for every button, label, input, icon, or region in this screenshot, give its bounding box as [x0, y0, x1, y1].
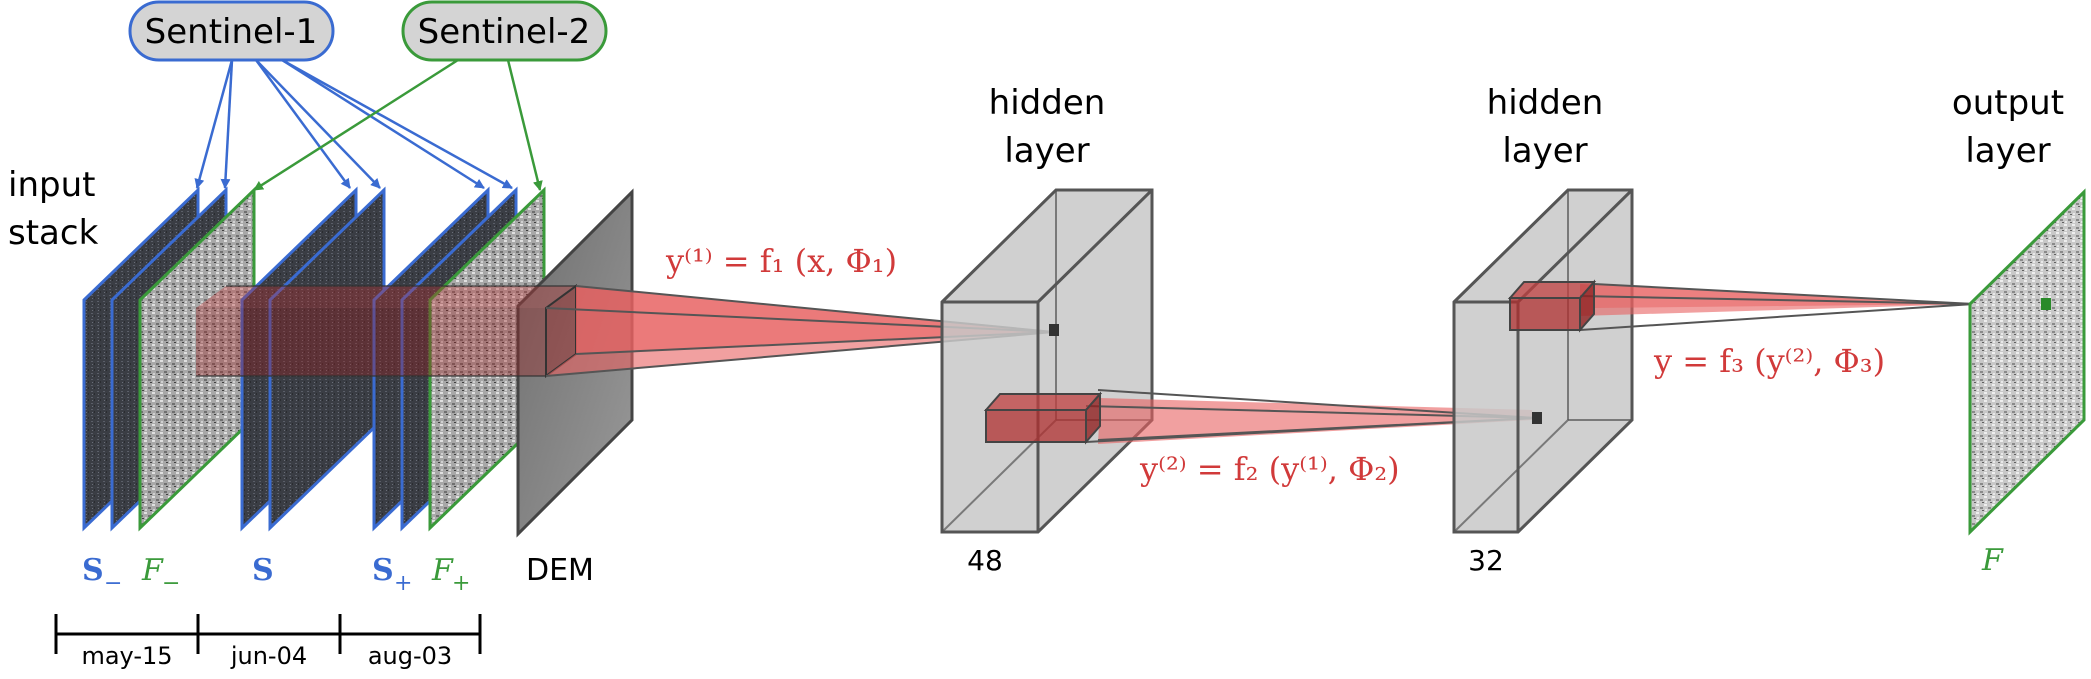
timeline-label-1: jun-04 [230, 642, 307, 670]
hidden1-target-pixel [1049, 324, 1059, 336]
stack-label-s-plus: S + [372, 553, 412, 596]
equation-3: y = f₃ (y⁽²⁾, Φ₃) [1653, 342, 1885, 380]
hidden-layer-1-title-line2: layer [1004, 131, 1089, 171]
hidden-layer-1-box [940, 188, 1154, 534]
sentinel-1-arrows [194, 58, 513, 190]
hidden-layer-1-title-line1: hidden [989, 83, 1106, 123]
timeline-label-0: may-15 [81, 642, 172, 670]
svg-text:S: S [252, 553, 274, 588]
input-stack-label-line1: input [8, 165, 95, 205]
output-layer-slice [1968, 188, 2086, 536]
stack-label-f-minus: F − [141, 553, 180, 596]
svg-text:+: + [394, 571, 412, 596]
hidden-layer-2-title-line1: hidden [1487, 83, 1604, 123]
input-stack-label-line2: stack [8, 213, 99, 253]
stack-label-s: S [252, 553, 274, 588]
hidden2-kernel [1507, 279, 1975, 333]
sentinel-2-label: Sentinel-2 [418, 12, 591, 52]
stack-label-s-minus: S − [82, 553, 122, 596]
svg-text:F: F [431, 553, 454, 588]
hidden2-target-pixel [1532, 412, 1542, 424]
output-layer-title-line2: layer [1965, 131, 2050, 171]
svg-text:+: + [452, 571, 470, 596]
stack-label-f-plus: F + [431, 553, 470, 596]
input-kernel [196, 284, 577, 378]
hidden-layer-2-title-line2: layer [1502, 131, 1587, 171]
sentinel-1-node: Sentinel-1 [128, 0, 335, 62]
timeline-label-2: aug-03 [368, 642, 452, 670]
output-f-label: F [1981, 543, 2004, 578]
sentinel-2-node: Sentinel-2 [401, 0, 608, 62]
output-target-pixel [2041, 298, 2051, 310]
hidden-layer-2-size: 32 [1468, 544, 1504, 577]
sentinel-2-arrows [253, 58, 543, 192]
hidden-layer-1-size: 48 [967, 544, 1003, 577]
timeline [54, 614, 482, 654]
svg-text:S: S [82, 553, 104, 588]
hidden-layer-2-box [1452, 188, 1634, 534]
equation-2: y⁽²⁾ = f₂ (y⁽¹⁾, Φ₂) [1139, 450, 1400, 488]
dem-label: DEM [526, 553, 594, 588]
sentinel-1-label: Sentinel-1 [145, 12, 318, 52]
equation-1: y⁽¹⁾ = f₁ (x, Φ₁) [665, 242, 897, 280]
svg-text:−: − [104, 571, 122, 596]
svg-text:F: F [141, 553, 164, 588]
svg-text:S: S [372, 553, 394, 588]
hidden1-kernel [983, 389, 1537, 445]
output-layer-title-line1: output [1952, 83, 2064, 123]
svg-text:−: − [162, 571, 180, 596]
